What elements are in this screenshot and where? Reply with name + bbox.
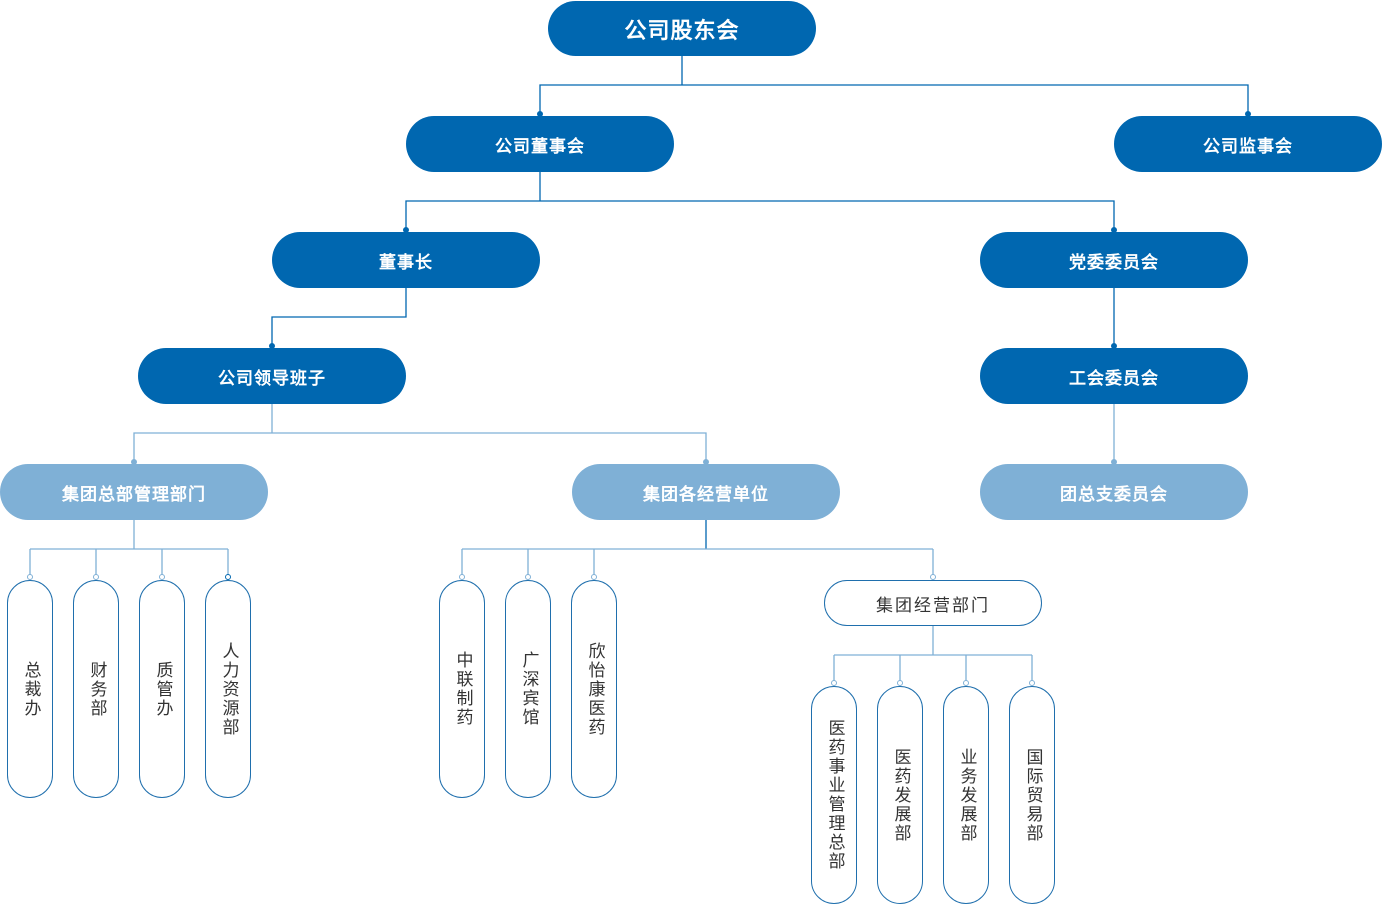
connector-dot <box>93 574 99 580</box>
node-president-office[interactable]: 总裁办 <box>7 580 53 798</box>
connector-chairman-leadership <box>271 288 407 346</box>
connector-dot <box>591 574 597 580</box>
connector-dot <box>525 574 531 580</box>
connector-dot <box>225 574 231 580</box>
connector-dot <box>459 574 465 580</box>
node-chairman[interactable]: 董事长 <box>272 232 540 288</box>
node-board[interactable]: 公司董事会 <box>406 116 674 172</box>
node-international-trade-dept[interactable]: 国际贸易部 <box>1009 686 1055 904</box>
node-business-units[interactable]: 集团各经营单位 <box>572 464 840 520</box>
node-business-development-dept[interactable]: 业务发展部 <box>943 686 989 904</box>
connector-dot <box>1029 680 1035 686</box>
node-zhonglian-pharma[interactable]: 中联制药 <box>439 580 485 798</box>
connector-dot <box>930 574 936 580</box>
connector-chairman-party <box>405 200 1115 230</box>
node-pharma-management-hq[interactable]: 医药事业管理总部 <box>811 686 857 904</box>
connector-dot <box>963 680 969 686</box>
node-party-committee[interactable]: 党委委员会 <box>980 232 1248 288</box>
node-quality-office[interactable]: 质管办 <box>139 580 185 798</box>
node-supervisors[interactable]: 公司监事会 <box>1114 116 1382 172</box>
node-xinyikang-medicine[interactable]: 欣怡康医药 <box>571 580 617 798</box>
node-leadership[interactable]: 公司领导班子 <box>138 348 406 404</box>
node-guangshen-hotel[interactable]: 广深宾馆 <box>505 580 551 798</box>
node-union-committee[interactable]: 工会委员会 <box>980 348 1248 404</box>
connector-dot <box>831 680 837 686</box>
node-hq-departments[interactable]: 集团总部管理部门 <box>0 464 268 520</box>
node-pharma-development-dept[interactable]: 医药发展部 <box>877 686 923 904</box>
connector-dot <box>897 680 903 686</box>
node-shareholders[interactable]: 公司股东会 <box>548 1 816 56</box>
node-youth-league[interactable]: 团总支委员会 <box>980 464 1248 520</box>
node-hr-dept[interactable]: 人力资源部 <box>205 580 251 798</box>
connector-dot <box>159 574 165 580</box>
node-finance-dept[interactable]: 财务部 <box>73 580 119 798</box>
connector-dot <box>27 574 33 580</box>
node-business-dept[interactable]: 集团经营部门 <box>824 580 1042 626</box>
connector-board-supervisors <box>539 84 1249 114</box>
connector-hq-units <box>133 432 707 462</box>
